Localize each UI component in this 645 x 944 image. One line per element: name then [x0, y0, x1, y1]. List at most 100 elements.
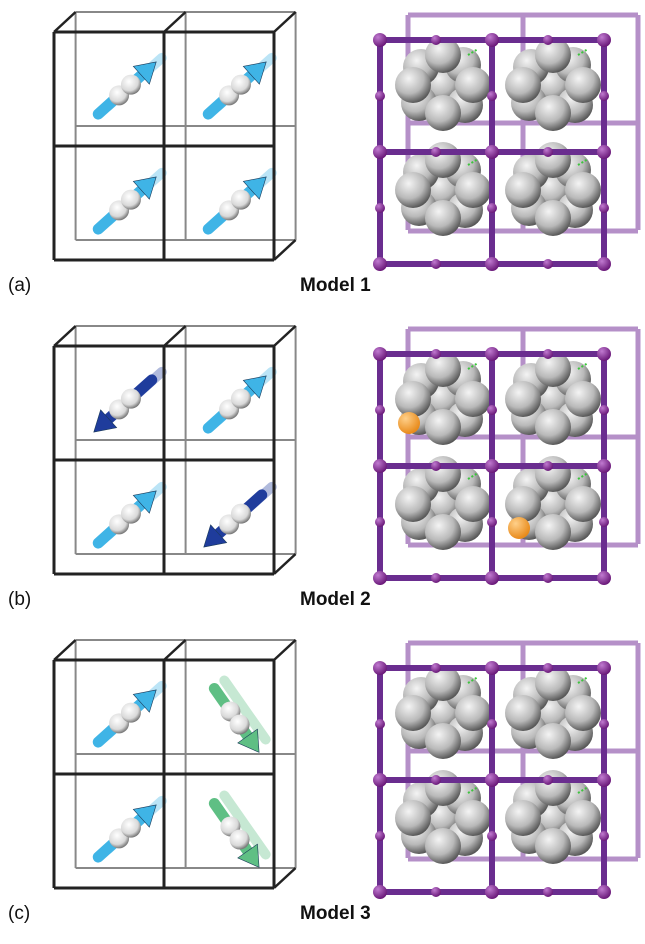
- linker-node: [431, 663, 441, 673]
- panel-a: (a) Model 1: [0, 10, 645, 316]
- guest-molecule: [395, 456, 491, 550]
- metal-node: [597, 571, 611, 585]
- linker-node: [543, 147, 553, 157]
- metal-node: [373, 773, 387, 787]
- depth-edge: [273, 325, 297, 347]
- model-title-1: Model 1: [300, 275, 371, 296]
- depth-edge: [163, 639, 187, 661]
- metal-node: [485, 459, 499, 473]
- metal-node: [485, 257, 499, 271]
- model-title-3: Model 3: [300, 903, 371, 924]
- linker-node: [599, 203, 609, 213]
- metal-node: [373, 145, 387, 159]
- linker-node: [543, 259, 553, 269]
- guest-molecule: [505, 142, 601, 236]
- metal-node: [597, 257, 611, 271]
- hydrogen-bond: [577, 472, 589, 480]
- panel-label-b: (b): [8, 589, 32, 610]
- metal-node: [485, 885, 499, 899]
- orange-atom: [398, 412, 420, 434]
- sphere-icon: [120, 74, 141, 95]
- sphere-icon: [120, 388, 141, 409]
- depth-edge: [53, 11, 77, 33]
- metal-node: [485, 661, 499, 675]
- linker-node: [375, 91, 385, 101]
- hydrogen-bond: [467, 786, 479, 794]
- depth-edge: [273, 11, 297, 33]
- hydrogen-bond: [577, 158, 589, 166]
- metal-node: [373, 571, 387, 585]
- depth-edge: [273, 553, 297, 575]
- sphere-icon: [120, 189, 141, 210]
- linker-node: [543, 663, 553, 673]
- guest-molecule: [395, 665, 491, 759]
- linker-node: [431, 573, 441, 583]
- orange-atom: [508, 517, 530, 539]
- hydrogen-bond: [467, 472, 479, 480]
- metal-node: [597, 459, 611, 473]
- metal-node: [485, 145, 499, 159]
- sphere-icon: [120, 702, 141, 723]
- metal-node: [485, 571, 499, 585]
- sphere-icon: [230, 189, 251, 210]
- metal-node: [373, 347, 387, 361]
- hydrogen-bond: [467, 158, 479, 166]
- linker-node: [599, 405, 609, 415]
- linker-node: [599, 831, 609, 841]
- hydrogen-bond: [577, 48, 589, 56]
- panel-label-a: (a): [8, 275, 32, 296]
- sphere-icon: [230, 388, 251, 409]
- linker-node: [599, 517, 609, 527]
- linker-node: [599, 91, 609, 101]
- panel-c: (c) Model 3: [0, 638, 645, 944]
- metal-node: [373, 885, 387, 899]
- panel-label-c: (c): [8, 903, 31, 924]
- linker-node: [487, 91, 497, 101]
- hydrogen-bond: [467, 676, 479, 684]
- linker-node: [431, 147, 441, 157]
- linker-node: [543, 775, 553, 785]
- depth-edge: [53, 325, 77, 347]
- metal-node: [597, 347, 611, 361]
- guest-molecule: [505, 770, 601, 864]
- hydrogen-bond: [577, 362, 589, 370]
- linker-node: [375, 831, 385, 841]
- linker-node: [487, 517, 497, 527]
- guest-molecule: [505, 351, 601, 445]
- mof-structure-model-3: [373, 640, 641, 899]
- lattice-model-3: [52, 639, 297, 890]
- linker-node: [599, 719, 609, 729]
- guest-molecule: [395, 770, 491, 864]
- model-title-2: Model 2: [300, 589, 371, 610]
- linker-node: [543, 349, 553, 359]
- metal-node: [485, 347, 499, 361]
- metal-node: [373, 661, 387, 675]
- linker-node: [431, 887, 441, 897]
- metal-node: [373, 459, 387, 473]
- metal-node: [597, 33, 611, 47]
- linker-node: [487, 203, 497, 213]
- depth-edge: [163, 325, 187, 347]
- hydrogen-bond: [577, 786, 589, 794]
- linker-node: [375, 719, 385, 729]
- linker-node: [487, 719, 497, 729]
- metal-node: [597, 773, 611, 787]
- guest-molecule: [505, 456, 601, 550]
- depth-edge: [163, 11, 187, 33]
- hydrogen-bond: [467, 48, 479, 56]
- linker-node: [431, 35, 441, 45]
- linker-node: [487, 405, 497, 415]
- lattice-model-2: [52, 325, 297, 576]
- linker-node: [543, 573, 553, 583]
- linker-node: [375, 405, 385, 415]
- linker-node: [487, 831, 497, 841]
- guest-molecule: [395, 37, 491, 131]
- metal-node: [373, 257, 387, 271]
- sphere-icon: [120, 503, 141, 524]
- sphere-icon: [229, 714, 250, 735]
- linker-node: [543, 887, 553, 897]
- metal-node: [485, 773, 499, 787]
- linker-node: [431, 259, 441, 269]
- depth-edge: [273, 239, 297, 261]
- depth-edge: [273, 639, 297, 661]
